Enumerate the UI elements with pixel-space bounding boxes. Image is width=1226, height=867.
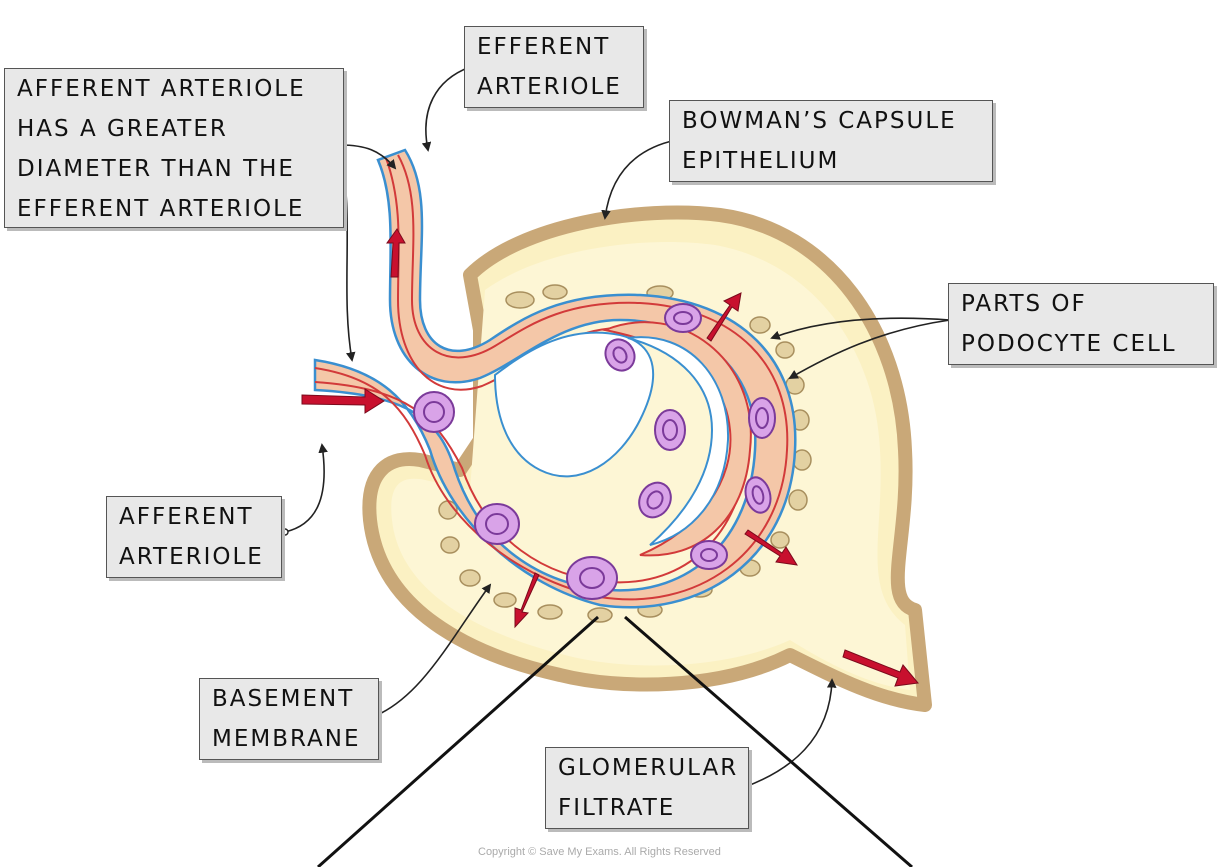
- filtrate-arrow: [744, 529, 798, 566]
- copyright-notice: Copyright © Save My Exams. All Rights Re…: [478, 846, 721, 858]
- blood-cell: [474, 503, 520, 545]
- flow-arrow-efferent-out: [386, 228, 406, 278]
- filtrate-exit-arrow: [842, 649, 919, 687]
- blood-cell: [654, 409, 686, 451]
- label-efferent-arteriole: EFFERENT ARTERIOLE: [464, 26, 644, 108]
- label-afferent-diameter-note: AFFERENT ARTERIOLE HAS A GREATER DIAMETE…: [4, 68, 344, 228]
- label-afferent-arteriole: AFFERENT ARTERIOLE: [106, 496, 282, 578]
- label-basement-membrane: BASEMENT MEMBRANE: [199, 678, 379, 760]
- filtrate-arrow: [706, 292, 742, 342]
- zoom-lines: [317, 615, 913, 867]
- blood-cell: [604, 338, 636, 372]
- label-bowmans-capsule: BOWMAN’S CAPSULE EPITHELIUM: [669, 100, 993, 182]
- blood-cell: [638, 481, 672, 519]
- blood-cells: [413, 303, 776, 600]
- blood-cell: [690, 540, 728, 570]
- blood-cell: [664, 303, 702, 333]
- blood-cell: [748, 397, 776, 439]
- bowmans-capsule: [362, 205, 932, 712]
- blood-cell: [566, 556, 618, 600]
- blood-cell: [413, 391, 455, 433]
- label-glomerular-filtrate: GLOMERULAR FILTRATE: [545, 747, 749, 829]
- leader-lines: [284, 66, 951, 788]
- flow-arrow-afferent-in: [301, 388, 385, 414]
- flow-arrows: [301, 228, 919, 687]
- label-podocyte: PARTS OF PODOCYTE CELL: [948, 283, 1214, 365]
- blood-cell: [744, 476, 772, 514]
- filtrate-arrow: [514, 572, 540, 629]
